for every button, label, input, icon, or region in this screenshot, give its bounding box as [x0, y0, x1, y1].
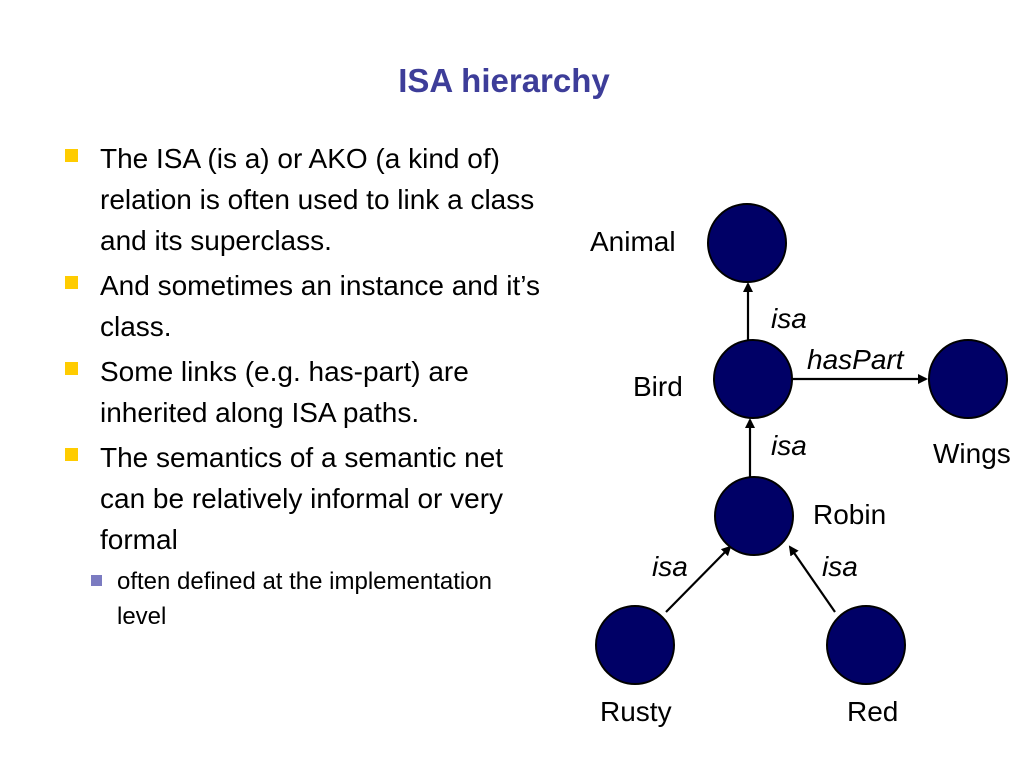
slide-title: ISA hierarchy	[398, 62, 610, 99]
node-wings	[928, 339, 1008, 419]
edge-label-bird-animal: isa	[771, 303, 807, 334]
edge-label-red-robin: isa	[822, 551, 858, 582]
square-bullet-icon	[65, 448, 78, 461]
sub-bullet-item: often defined at the implementation leve…	[71, 564, 542, 634]
sub-bullet-text: often defined at the implementation leve…	[117, 568, 492, 630]
edge-label-bird-wings: hasPart	[807, 344, 905, 375]
bullet-item: The ISA (is a) or AKO (a kind of) relati…	[62, 138, 542, 261]
bullet-item: And sometimes an instance and it’s class…	[62, 265, 542, 347]
node-label-red: Red	[847, 696, 898, 727]
square-bullet-icon	[65, 276, 78, 289]
node-robin	[714, 476, 794, 556]
node-bird	[713, 339, 793, 419]
node-animal	[707, 203, 787, 283]
bullet-item: The semantics of a semantic net can be r…	[62, 437, 542, 634]
node-label-animal: Animal	[590, 226, 676, 257]
bullet-text: The ISA (is a) or AKO (a kind of) relati…	[100, 143, 535, 256]
bullet-list: The ISA (is a) or AKO (a kind of) relati…	[62, 138, 542, 638]
square-bullet-icon	[65, 149, 78, 162]
node-label-rusty: Rusty	[600, 696, 672, 727]
edge-label-rusty-robin: isa	[652, 551, 688, 582]
square-sub-bullet-icon	[91, 575, 102, 586]
node-rusty	[595, 605, 675, 685]
bullet-text: Some links (e.g. has-part) are inherited…	[100, 356, 469, 428]
node-label-wings: Wings	[933, 438, 1011, 469]
edge-label-robin-bird: isa	[771, 430, 807, 461]
node-label-robin: Robin	[813, 499, 886, 530]
node-label-bird: Bird	[633, 371, 683, 402]
sub-bullet-list: often defined at the implementation leve…	[91, 564, 542, 634]
square-bullet-icon	[65, 362, 78, 375]
edge-rusty-robin	[665, 545, 732, 613]
edge-red-robin	[788, 545, 836, 613]
node-red	[826, 605, 906, 685]
bullet-item: Some links (e.g. has-part) are inherited…	[62, 351, 542, 433]
bullet-text: The semantics of a semantic net can be r…	[100, 442, 504, 555]
bullet-text: And sometimes an instance and it’s class…	[100, 270, 540, 342]
